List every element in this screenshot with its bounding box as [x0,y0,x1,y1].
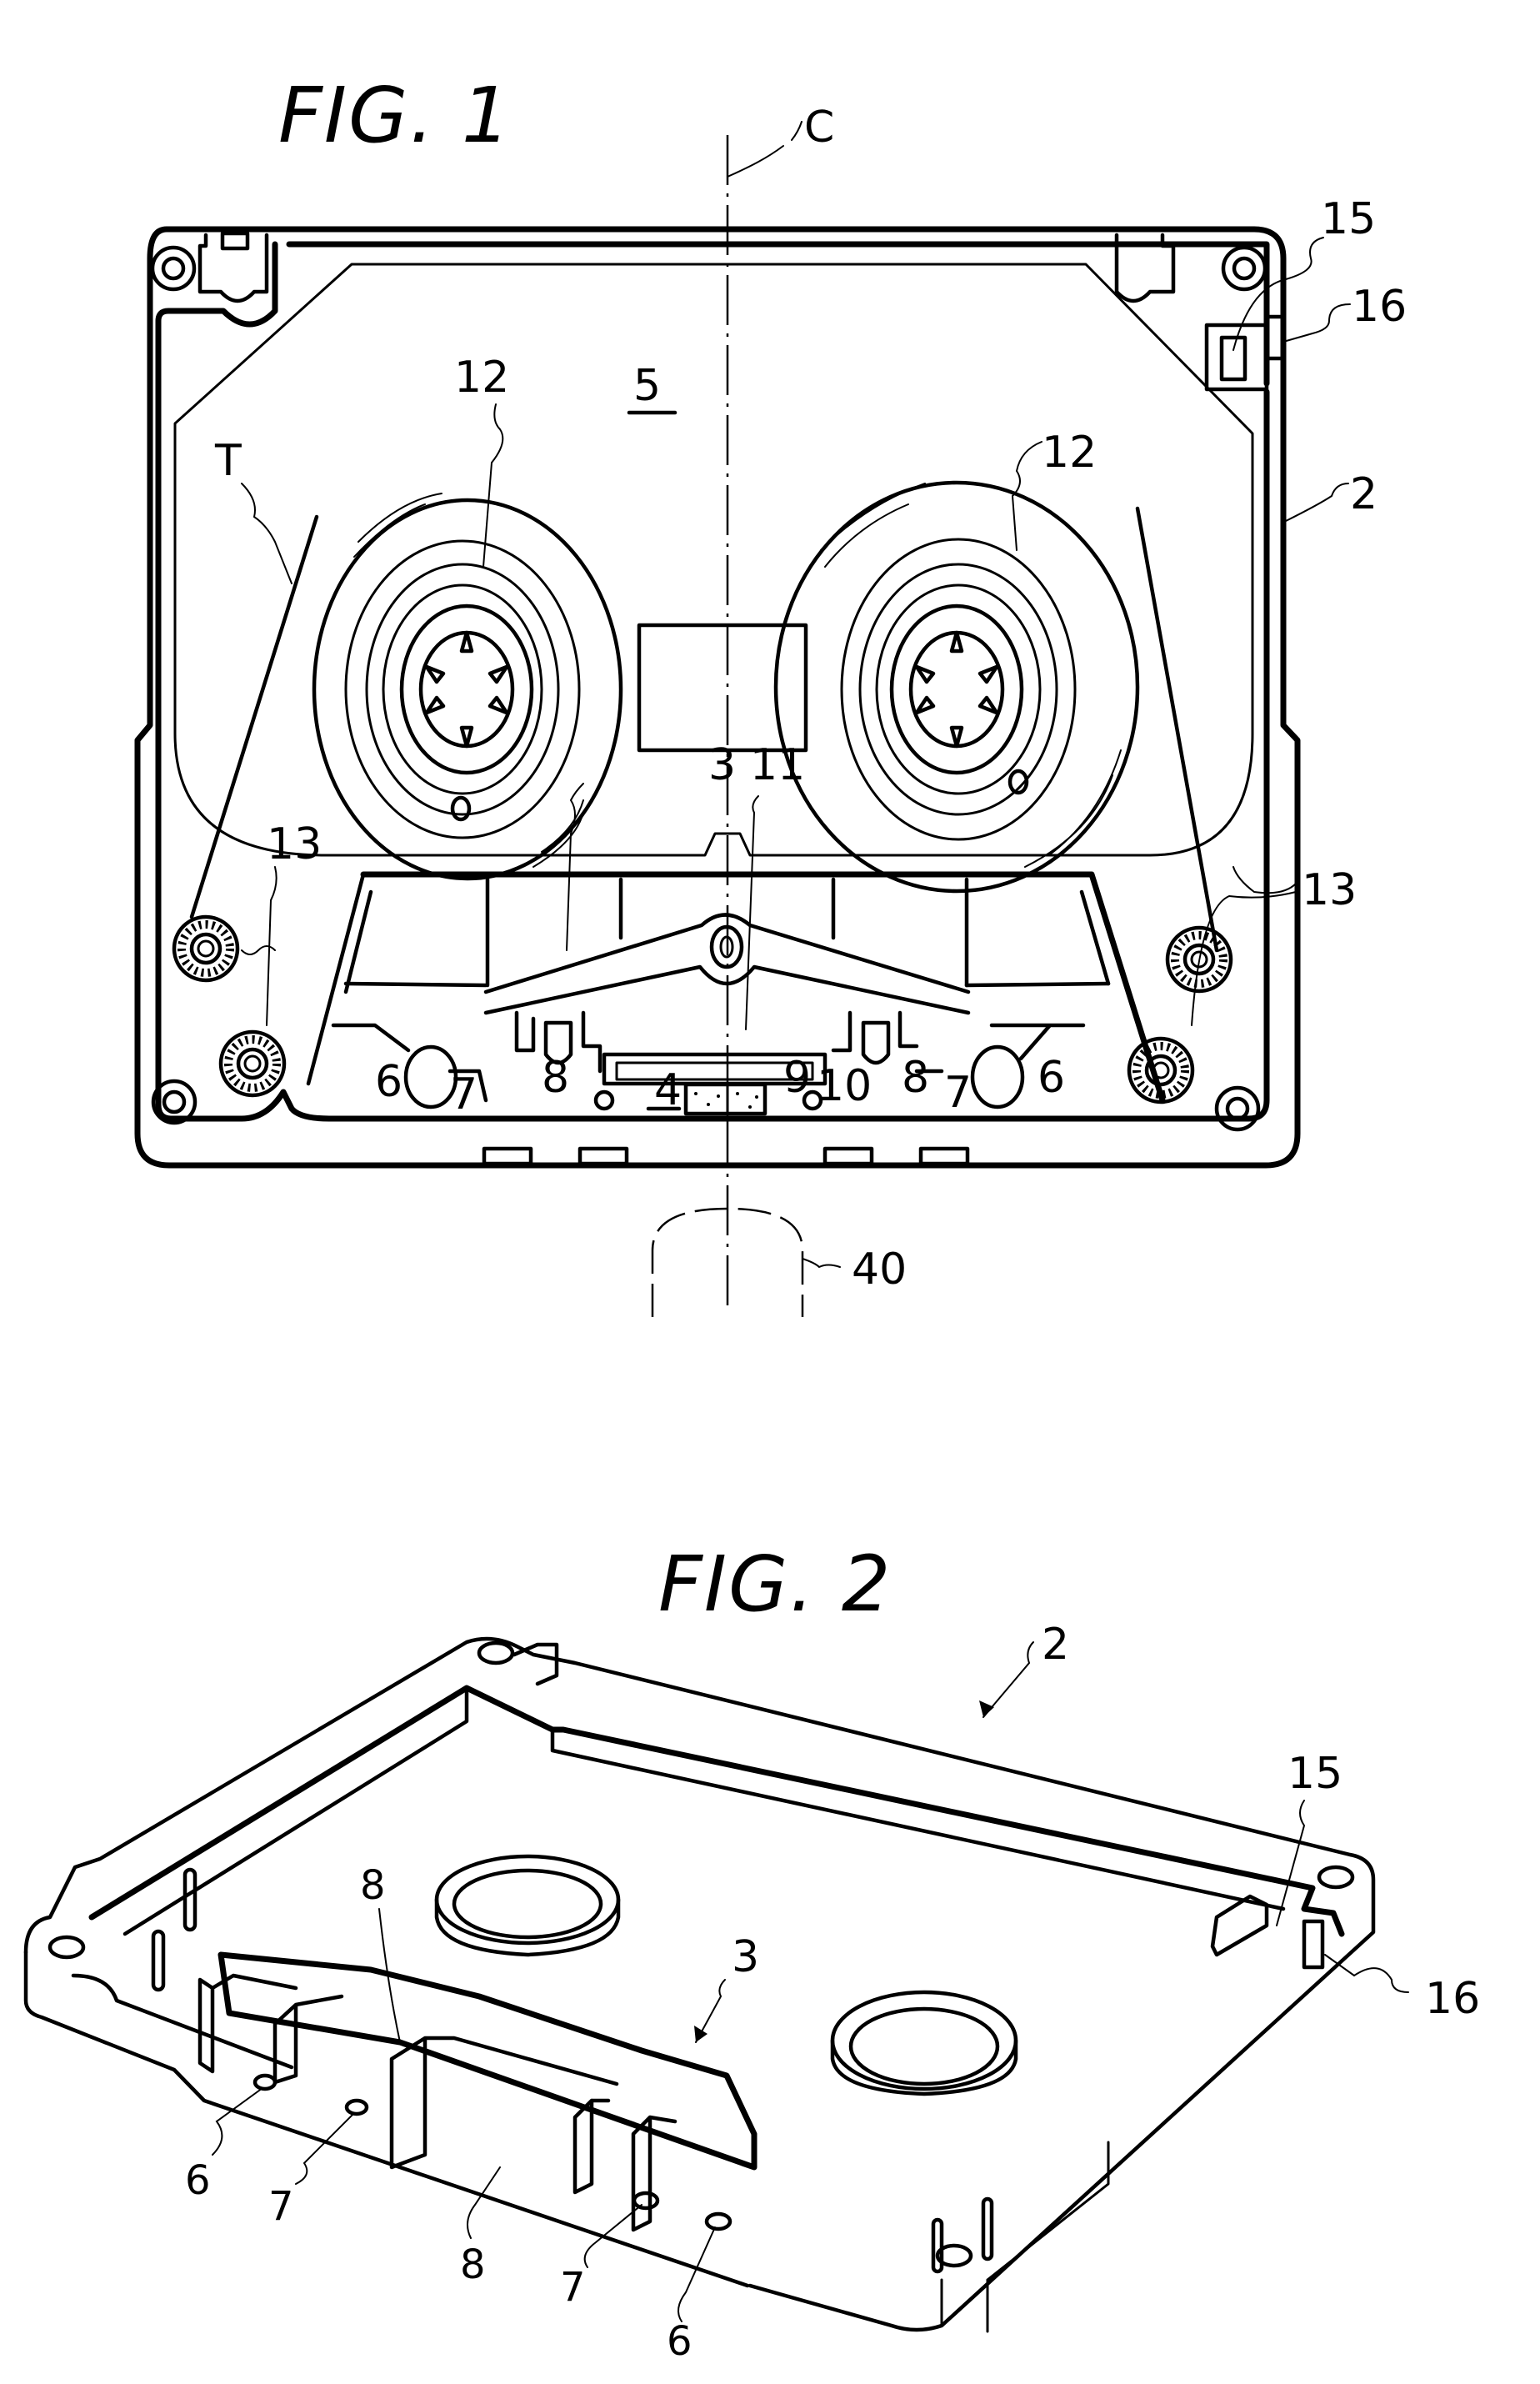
reel-left [312,493,623,881]
label-12-left: 12 [454,353,509,403]
guide-roller [218,1029,287,1098]
fig2-label-6-right: 6 [667,2318,692,2365]
leader-11 [745,795,759,1030]
fig2-label-16: 16 [1425,1974,1480,2024]
label-6-left: 6 [375,1057,402,1107]
fig2-label-2: 2 [1042,1620,1069,1670]
center-window [637,623,808,753]
fig2-label-8-upper: 8 [360,1862,386,1909]
label-15: 15 [1321,194,1376,244]
reel-right [773,480,1140,894]
leader-c [727,121,802,178]
fig2-leader-3 [695,1979,726,2043]
fig2-leader-15 [1276,1800,1306,1926]
leader-15 [1232,237,1324,351]
fig2-label-7-right: 7 [560,2264,586,2311]
label-11: 11 [750,740,805,790]
guide-roller [172,914,240,983]
label-8-left: 8 [542,1053,569,1103]
label-7-right: 7 [944,1068,972,1118]
label-t: T [214,436,242,486]
fig2-label-15: 15 [1288,1749,1342,1799]
reel-ring [830,1990,1018,2096]
label-40: 40 [852,1245,907,1295]
leader-40 [802,1258,841,1269]
label-13-left: 13 [267,819,322,869]
label-2: 2 [1350,469,1378,519]
label-10: 10 [817,1061,872,1111]
leader-13-left [241,866,278,1026]
leader-2 [1285,483,1349,522]
label-8-right: 8 [902,1053,929,1103]
fig2-leader-7-right [583,2204,642,2268]
leader-t [241,483,292,584]
fig2-leader-6-left [212,2087,263,2156]
guide-rollers [172,914,1233,1104]
leader-16 [1282,303,1351,343]
tape-window-area-5 [173,263,1254,857]
label-6-right: 6 [1038,1053,1065,1103]
label-7-left: 7 [450,1069,478,1119]
leader-3 [566,783,584,951]
fig2-leader-6-right [678,2226,716,2322]
fig2-title: FIG. 2 [658,1540,892,1629]
tape-path [189,506,1219,953]
fig2-label-8-lower: 8 [460,2241,486,2288]
magnetic-head-40 [651,1207,804,1317]
guide-roller [1127,1036,1195,1104]
fig2-arrow-3 [694,2026,708,2042]
label-3: 3 [708,740,736,790]
fig2-leader-7-left [295,2112,355,2185]
write-protect-tab [1204,314,1286,392]
leader-13-right [1191,866,1297,1026]
fig2-arrow-2 [979,1700,994,1717]
fig2-leader-8-lower [467,2166,501,2239]
label-5: 5 [633,361,661,411]
leader-12-left [482,403,504,568]
figure-1: FIG. 1 C 5 [134,71,1407,1317]
fig2-label-7-left: 7 [268,2183,294,2230]
reel-ring [434,1854,621,1957]
front-mechanism [306,871,1166,1166]
fig2-leader-16 [1324,1954,1409,1993]
label-16: 16 [1352,282,1407,332]
cassette-shell-outline [134,226,1301,1169]
fig2-leader-2 [982,1641,1034,1718]
leader-12-right [1011,441,1042,551]
lower-shell-half [23,1636,1376,2333]
fig1-title: FIG. 1 [278,71,512,160]
label-9: 9 [783,1053,811,1103]
fig2-label-6-left: 6 [185,2157,211,2204]
fig2-leader-8-upper [378,1908,401,2043]
label-13-right: 13 [1302,865,1357,915]
figure-2: FIG. 2 [23,1540,1480,2365]
guide-roller [1165,925,1233,994]
label-12-right: 12 [1042,428,1097,478]
label-c: C [804,103,834,153]
fig2-label-3: 3 [732,1932,759,1982]
